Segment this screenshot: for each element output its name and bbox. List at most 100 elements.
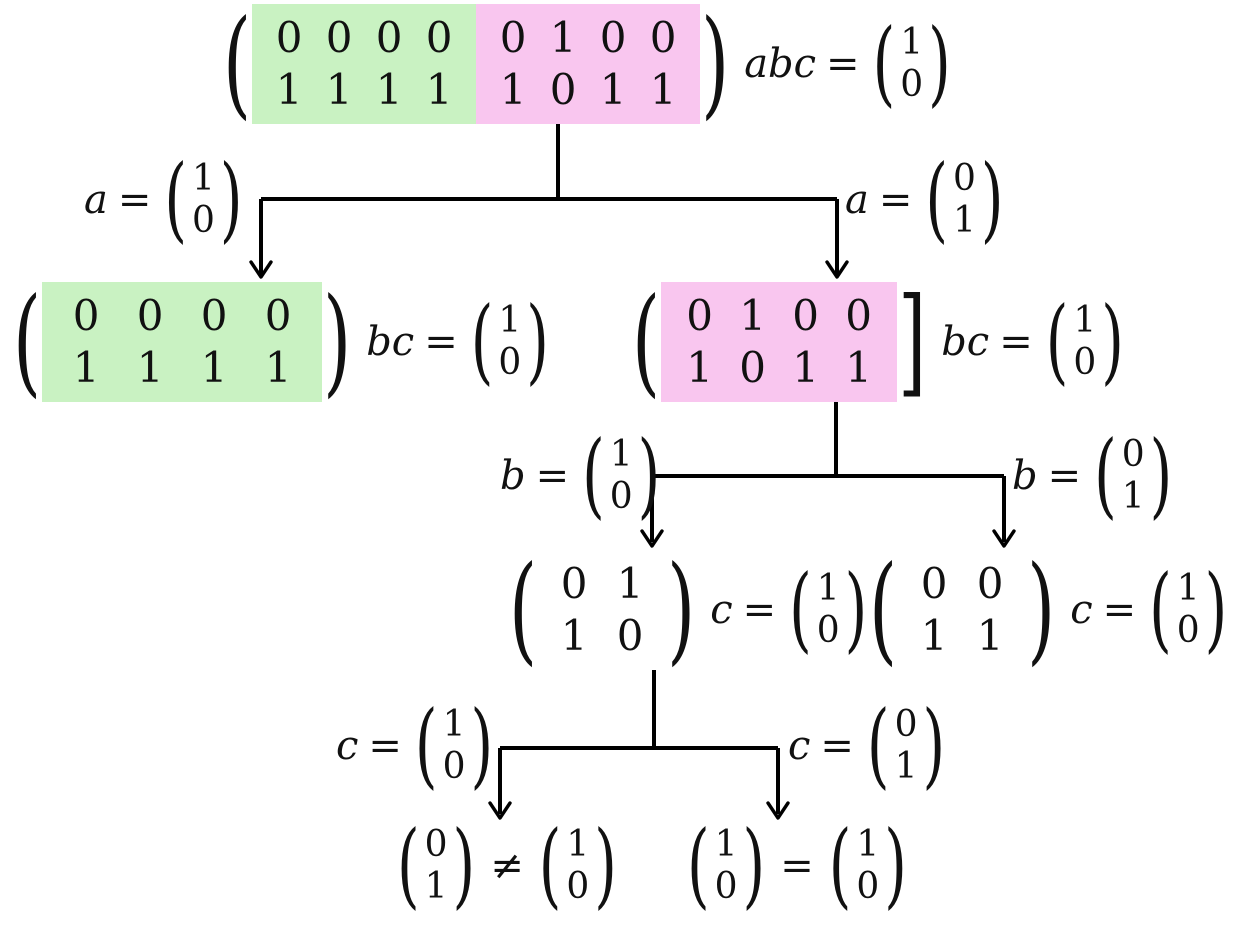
vector-entry: 0 xyxy=(1176,610,1200,651)
matrix-cell: 1 xyxy=(616,559,644,608)
result-vector: ( 1 0 ) xyxy=(1045,294,1125,387)
branch-variable: a xyxy=(845,177,869,223)
root-node: ( 0 0 0 0 1 1 1 1 0 1 0 0 1 0 1 1 ) abc … xyxy=(222,4,952,124)
left-paren: ( xyxy=(789,554,812,663)
computed-vector: ( 0 1 ) xyxy=(396,818,476,911)
vector-entry: 0 xyxy=(566,866,590,907)
vector-entry: 0 xyxy=(1121,434,1145,475)
matrix-cell: 0 xyxy=(136,291,164,340)
leaf-left-node: ( 0 1 ) ≠ ( 1 0 ) xyxy=(396,818,618,911)
right-paren: ) xyxy=(1027,540,1056,677)
not-equal-sign: ≠ xyxy=(490,843,524,889)
left-paren: ( xyxy=(397,810,420,919)
matrix-cell: 1 xyxy=(976,611,1004,660)
right-paren: ) xyxy=(1101,286,1124,395)
right-paren: ) xyxy=(637,420,661,529)
matrix-cell: 0 xyxy=(616,611,644,660)
right-paren: ) xyxy=(844,554,868,663)
vector-entry: 1 xyxy=(714,824,738,865)
vector-entry: 1 xyxy=(816,568,840,609)
target-vector: ( 1 0 ) xyxy=(828,818,908,911)
left-paren: ( xyxy=(687,810,710,919)
branch-vector: ( 1 0 ) xyxy=(581,428,661,521)
matrix-cell: 0 xyxy=(920,559,948,608)
vector-entry: 0 xyxy=(900,64,924,105)
level3-right-matrix: 0 0 1 1 xyxy=(898,550,1026,670)
left-paren: ( xyxy=(1045,286,1069,395)
vector-entry: 1 xyxy=(856,824,880,865)
matrix-cell: 1 xyxy=(792,343,819,392)
branch-variable: a xyxy=(84,177,108,223)
matrix-cell: 0 xyxy=(425,13,453,62)
right-paren: ) xyxy=(928,7,951,117)
right-paren: ) xyxy=(452,810,476,919)
vector-entry: 0 xyxy=(609,476,633,517)
right-paren: ) xyxy=(1204,554,1228,663)
root-pink-block: 0 1 0 0 1 0 1 1 xyxy=(476,4,701,124)
branch-vector: ( 1 0 ) xyxy=(414,698,494,791)
right-paren: ) xyxy=(667,540,696,677)
arrowhead-icon xyxy=(249,260,1016,820)
matrix-cell: 1 xyxy=(264,343,292,392)
vector-entry: 1 xyxy=(424,866,448,907)
branch-vector: ( 0 1 ) xyxy=(866,698,946,791)
right-paren: ) xyxy=(526,286,549,395)
vector-entry: 1 xyxy=(1176,568,1200,609)
left-paren: ( xyxy=(925,144,949,253)
branch-variable: c xyxy=(788,723,811,769)
edge-label-b-right: b = ( 0 1 ) xyxy=(1012,428,1173,521)
matrix-cell: 0 xyxy=(275,13,303,62)
matrix-cell: 1 xyxy=(599,65,627,114)
matrix-cell: 0 xyxy=(549,65,577,114)
vector-entry: 1 xyxy=(953,200,976,241)
vector-entry: 0 xyxy=(856,866,880,907)
vector-entry: 1 xyxy=(1073,300,1097,341)
vector-entry: 0 xyxy=(714,866,738,907)
right-paren: ) xyxy=(701,0,730,131)
edge-label-c-left: c = ( 1 0 ) xyxy=(336,698,494,791)
edge-label-a-right: a = ( 0 1 ) xyxy=(845,152,1005,245)
vector-entry: 1 xyxy=(609,434,633,475)
level2-left-matrix: 0 0 0 0 1 1 1 1 xyxy=(42,282,323,402)
branch-vector: ( 0 1 ) xyxy=(924,152,1004,245)
left-paren: ( xyxy=(13,272,42,409)
product-label: abc xyxy=(744,41,817,87)
level3-right-node: ( 0 0 1 1 ) c = ( 1 0 ) xyxy=(868,550,1228,670)
equals-sign: = xyxy=(742,587,777,633)
matrix-cell: 1 xyxy=(560,611,588,660)
leaf-right-node: ( 1 0 ) = ( 1 0 ) xyxy=(686,818,908,911)
left-paren: ( xyxy=(582,420,605,529)
level3-left-matrix: 0 1 1 0 xyxy=(538,550,666,670)
equals-sign: = xyxy=(368,723,402,769)
result-vector: ( 1 0 ) xyxy=(470,294,550,387)
matrix-cell: 0 xyxy=(599,13,627,62)
connector-lines xyxy=(259,124,1006,814)
matrix-cell: 1 xyxy=(920,611,948,660)
matrix-cell: 0 xyxy=(739,343,766,392)
matrix-cell: 0 xyxy=(200,291,228,340)
vector-entry: 1 xyxy=(894,746,918,787)
matrix-cell: 0 xyxy=(560,559,588,608)
root-green-block: 0 0 0 0 1 1 1 1 xyxy=(252,4,477,124)
branch-variable: b xyxy=(1012,453,1038,499)
branch-vector: ( 1 0 ) xyxy=(163,152,243,245)
equals-sign: = xyxy=(780,843,814,889)
left-paren: ( xyxy=(1094,420,1117,529)
matrix-cell: 1 xyxy=(325,65,353,114)
branch-vector: ( 0 1 ) xyxy=(1093,428,1173,521)
matrix-cell: 0 xyxy=(686,291,713,340)
right-paren: ) xyxy=(594,810,617,919)
left-paren: ( xyxy=(223,0,252,131)
branch-variable: c xyxy=(336,723,359,769)
product-label: bc xyxy=(941,319,990,365)
product-label: c xyxy=(1070,587,1093,633)
vector-entry: 0 xyxy=(953,158,976,199)
left-paren: ( xyxy=(509,540,538,677)
matrix-cell: 1 xyxy=(549,13,577,62)
left-paren: ( xyxy=(828,810,852,919)
left-paren: ( xyxy=(872,7,896,117)
vector-entry: 1 xyxy=(566,824,590,865)
vector-entry: 0 xyxy=(498,342,522,383)
right-paren: ) xyxy=(922,690,946,799)
